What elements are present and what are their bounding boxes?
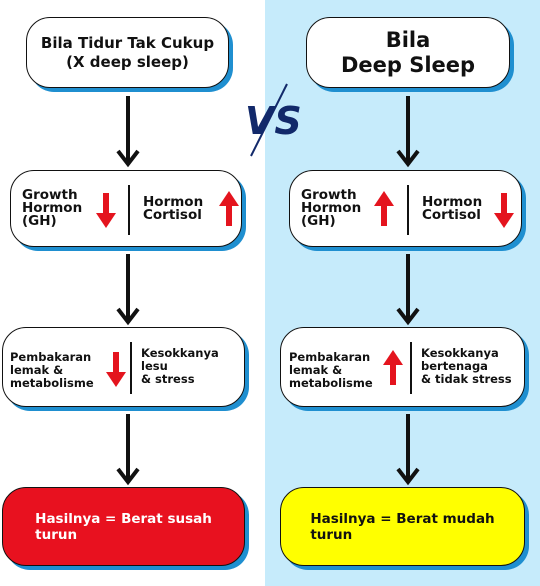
- flow-arrow-down-icon: [396, 96, 420, 168]
- red-arrow-down-icon: [494, 193, 514, 228]
- right-metabolism-box: Pembakaran lemak & metabolisme Kesokkany…: [280, 327, 525, 407]
- right-metabolism-divider: [410, 342, 412, 394]
- flow-arrow-down-icon: [116, 414, 140, 486]
- right-result-box: Hasilnya = Berat mudah turun: [280, 487, 525, 566]
- red-arrow-up-icon: [374, 191, 394, 226]
- right-hormone-box: Growth Hormon (GH) Hormon Cortisol: [289, 170, 522, 247]
- left-metabolism-divider: [130, 342, 132, 394]
- left-result-text: Hasilnya = Berat susah turun: [35, 510, 212, 543]
- red-arrow-up-icon: [383, 350, 403, 385]
- left-metabolism-right-text: Kesokkanya lesu & stress: [141, 346, 219, 386]
- left-hormone-box: Growth Hormon (GH) Hormon Cortisol: [10, 170, 242, 247]
- flow-arrow-down-icon: [116, 254, 140, 326]
- left-title-line1: Bila Tidur Tak Cukup: [40, 33, 215, 52]
- vs-logo: VS: [245, 83, 301, 157]
- flow-arrow-down-icon: [396, 254, 420, 326]
- left-title-box: Bila Tidur Tak Cukup (X deep sleep): [26, 17, 229, 88]
- right-metabolism-right-text: Kesokkanya bertenaga & tidak stress: [421, 346, 512, 386]
- right-hormone-right-text: Hormon Cortisol: [422, 194, 483, 223]
- right-metabolism-left-text: Pembakaran lemak & metabolisme: [289, 350, 373, 390]
- left-hormone-left-text: Growth Hormon (GH): [22, 187, 83, 229]
- left-title-line2: (X deep sleep): [66, 52, 189, 71]
- left-hormone-right-text: Hormon Cortisol: [143, 194, 204, 223]
- flow-arrow-down-icon: [116, 96, 140, 168]
- left-result-box: Hasilnya = Berat susah turun: [2, 487, 245, 566]
- right-result-text: Hasilnya = Berat mudah turun: [310, 510, 495, 543]
- right-title-box: Bila Deep Sleep: [306, 17, 510, 88]
- vs-text: VS: [245, 99, 301, 143]
- right-title-line1: Bila: [385, 27, 431, 52]
- right-hormone-left-text: Growth Hormon (GH): [301, 187, 362, 229]
- left-metabolism-box: Pembakaran lemak & metabolisme Kesokkany…: [2, 327, 245, 407]
- flow-arrow-down-icon: [396, 414, 420, 486]
- right-title-line2: Deep Sleep: [340, 52, 476, 77]
- left-hormone-divider: [128, 185, 130, 235]
- red-arrow-up-icon: [219, 191, 239, 226]
- red-arrow-down-icon: [96, 193, 116, 228]
- right-hormone-divider: [407, 185, 409, 235]
- red-arrow-down-icon: [106, 352, 126, 387]
- left-metabolism-left-text: Pembakaran lemak & metabolisme: [10, 350, 94, 390]
